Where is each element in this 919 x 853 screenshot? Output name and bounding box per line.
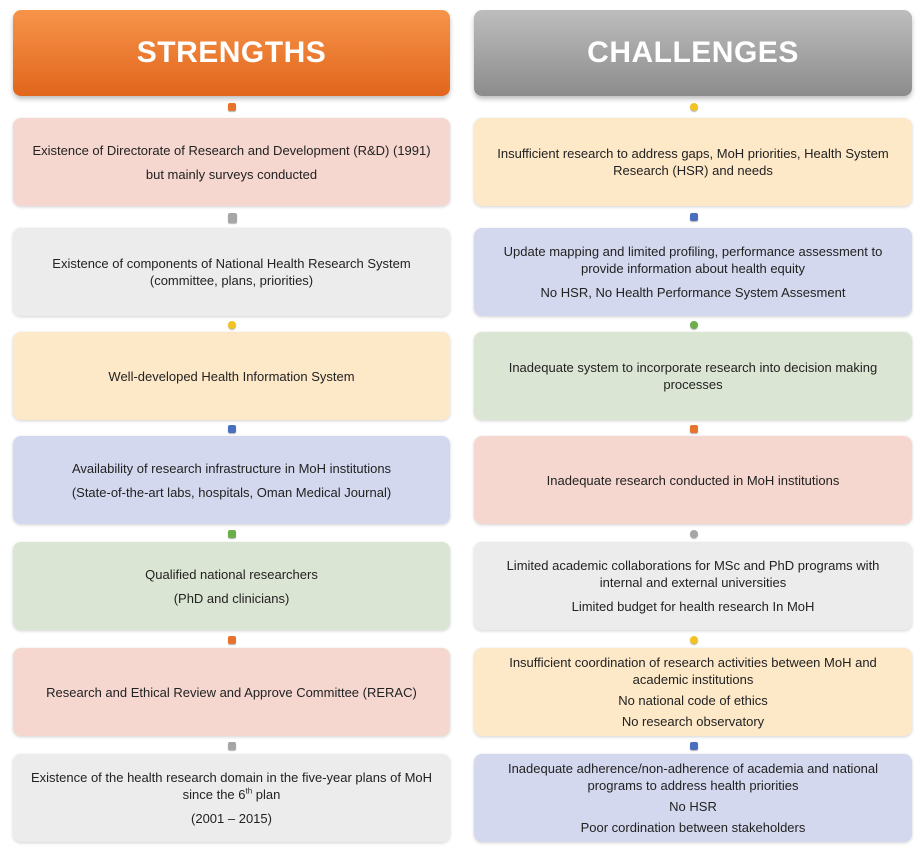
strength-text: Well-developed Health Information System — [108, 368, 355, 384]
challenge-text: No research observatory — [621, 714, 765, 729]
challenges-header: CHALLENGES — [474, 10, 912, 96]
strength-text: Qualified national researchers — [145, 566, 318, 582]
strength-text-tail: plan — [252, 787, 281, 802]
strength-text: Availability of research infrastructure … — [71, 460, 392, 476]
strength-text: (2001 – 2015) — [191, 811, 272, 826]
connector-marker — [228, 321, 236, 329]
challenge-box: Inadequate adherence/non-adherence of ac… — [474, 754, 912, 842]
strength-box: Existence of components of National Heal… — [13, 228, 450, 316]
strength-text: (PhD and clinicians) — [173, 590, 290, 606]
connector-marker — [228, 213, 237, 223]
strength-box: Research and Ethical Review and Approve … — [13, 648, 450, 736]
connector-marker — [228, 636, 236, 644]
strength-text-main: Existence of the health research domain … — [30, 770, 433, 802]
challenge-box: Limited academic collaborations for MSc … — [474, 542, 912, 630]
strength-text: but mainly surveys conducted — [145, 166, 318, 182]
challenge-text: Poor cordination between stakeholders — [580, 820, 806, 835]
challenge-box: Inadequate system to incorporate researc… — [474, 332, 912, 420]
challenge-text: Insufficient research to address gaps, M… — [497, 146, 889, 178]
strength-text: Existence of the health research domain … — [27, 769, 436, 803]
challenge-text: Insufficient coordination of research ac… — [509, 655, 877, 687]
challenge-text: Limited academic collaborations for MSc … — [506, 558, 880, 590]
challenge-text: Limited budget for health research In Mo… — [571, 599, 815, 614]
challenge-text: Inadequate research conducted in MoH ins… — [546, 472, 840, 488]
strength-text: Existence of components of National Heal… — [52, 256, 411, 288]
strength-box: Qualified national researchers (PhD and … — [13, 542, 450, 630]
connector-marker — [228, 425, 236, 433]
strength-box: Existence of the health research domain … — [13, 754, 450, 842]
connector-marker — [690, 103, 698, 111]
strength-text: Research and Ethical Review and Approve … — [46, 684, 417, 700]
strength-box: Existence of Directorate of Research and… — [13, 118, 450, 206]
challenge-text: Inadequate adherence/non-adherence of ac… — [507, 761, 879, 793]
challenge-text: No national code of ethics — [618, 693, 768, 708]
connector-marker — [690, 742, 698, 750]
connector-marker — [690, 425, 698, 433]
challenge-box: Insufficient coordination of research ac… — [474, 648, 912, 736]
connector-marker — [228, 742, 236, 750]
challenge-text: No HSR, No Health Performance System Ass… — [540, 285, 846, 300]
connector-marker — [228, 103, 236, 111]
challenge-text: No HSR — [669, 799, 717, 814]
connector-marker — [690, 321, 698, 329]
challenge-box: Update mapping and limited profiling, pe… — [474, 228, 912, 316]
strength-box: Availability of research infrastructure … — [13, 436, 450, 524]
challenge-box: Inadequate research conducted in MoH ins… — [474, 436, 912, 524]
strength-text: Existence of Directorate of Research and… — [32, 142, 431, 158]
strength-box: Well-developed Health Information System — [13, 332, 450, 420]
challenge-text: Update mapping and limited profiling, pe… — [503, 244, 883, 276]
connector-marker — [690, 213, 698, 221]
strengths-header: STRENGTHS — [13, 10, 450, 96]
connector-marker — [690, 636, 698, 644]
challenge-box: Insufficient research to address gaps, M… — [474, 118, 912, 206]
connector-marker — [228, 530, 236, 538]
strength-text: (State-of-the-art labs, hospitals, Oman … — [71, 484, 392, 500]
challenge-text: Inadequate system to incorporate researc… — [508, 360, 878, 392]
superscript-ordinal: th — [245, 786, 253, 796]
connector-marker — [690, 530, 698, 538]
